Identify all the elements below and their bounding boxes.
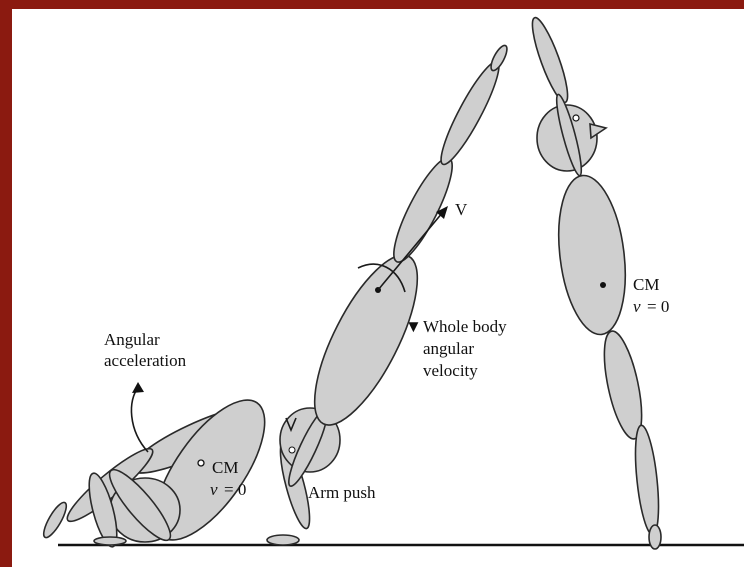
handstand-eye xyxy=(289,447,295,453)
figure-handstand xyxy=(267,43,510,545)
angular-acceleration-label-1: Angular xyxy=(104,330,160,349)
standing-eye xyxy=(573,115,579,121)
standing-nose xyxy=(590,124,606,138)
standing-shank xyxy=(631,424,662,535)
gymnastics-diagram: Angular acceleration CM v = 0 Arm push V… xyxy=(12,9,744,567)
angular-acceleration-label-2: acceleration xyxy=(104,351,187,370)
cm-left-label: CM xyxy=(212,458,238,477)
v-right-value: = 0 xyxy=(647,297,669,316)
standing-trunk xyxy=(550,172,633,339)
v-right-label: v xyxy=(633,297,641,316)
cm-right-label: CM xyxy=(633,275,659,294)
crouch-cm-marker xyxy=(198,460,204,466)
whole-body-label-3: velocity xyxy=(423,361,478,380)
whole-body-label-1: Whole body xyxy=(423,317,507,336)
crouch-foot xyxy=(94,537,126,545)
hand-palm xyxy=(267,535,299,545)
v-left-label: v xyxy=(210,480,218,499)
standing-arm xyxy=(526,15,574,106)
figure-crouch xyxy=(40,383,285,556)
velocity-label: V xyxy=(455,200,468,219)
standing-cm-marker xyxy=(600,282,606,288)
handstand-trunk xyxy=(295,242,437,439)
handstand-thigh xyxy=(384,152,462,268)
standing-foot xyxy=(649,525,661,549)
crouch-hand xyxy=(40,500,70,541)
angular-acceleration-arrowhead xyxy=(132,382,144,393)
angular-acceleration-arrow xyxy=(131,388,148,452)
whole-body-label-2: angular xyxy=(423,339,474,358)
arm-push-label: Arm push xyxy=(308,483,376,502)
whole-body-marker: ▼ xyxy=(405,317,422,336)
handstand-shank xyxy=(433,57,507,170)
diagram-panel: Angular acceleration CM v = 0 Arm push V… xyxy=(12,9,744,567)
v-left-value: = 0 xyxy=(224,480,246,499)
